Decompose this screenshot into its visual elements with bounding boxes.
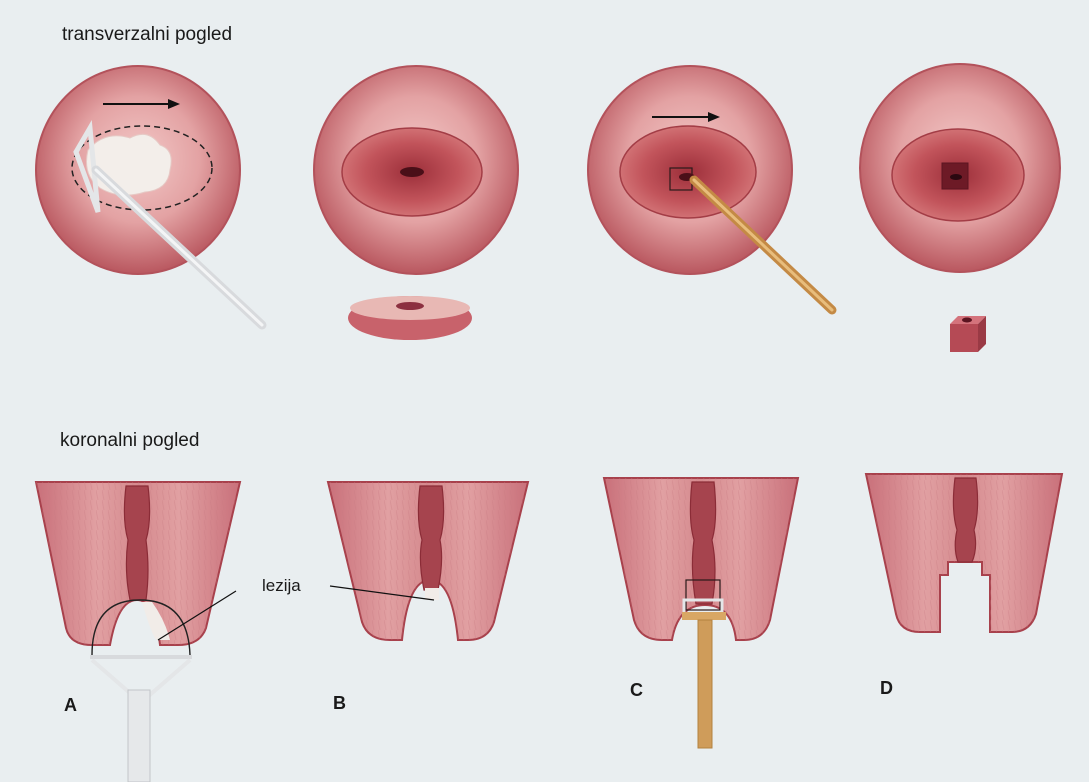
os-b (400, 167, 424, 177)
panel-a-coronal (36, 482, 240, 782)
panel-b-transversal (314, 66, 518, 340)
panel-c-transversal (588, 66, 832, 310)
cervical-canal-a (124, 486, 149, 600)
panel-a-transversal (36, 66, 262, 325)
panel-letter-b: B (333, 693, 346, 714)
os-d (950, 174, 962, 180)
panel-letter-d: D (880, 678, 893, 699)
lesion-area-a (87, 134, 172, 195)
cervical-canal-c (690, 482, 715, 604)
panel-d-coronal (866, 474, 1062, 632)
square-electrode-c-coronal (682, 600, 726, 748)
cube-specimen-d (950, 316, 986, 352)
panel-letter-c: C (630, 680, 643, 701)
cervical-canal-d (953, 478, 977, 562)
panel-b-coronal (328, 482, 528, 640)
cervical-canal-b (418, 486, 443, 590)
panel-d-transversal (860, 64, 1060, 352)
lesion-label: lezija (262, 576, 301, 596)
coronal-view-title: koronalni pogled (60, 430, 199, 452)
excised-crater-c (620, 126, 756, 218)
excised-specimen-b (348, 296, 472, 340)
loop-electrode-a-coronal (90, 657, 192, 782)
panel-letter-a: A (64, 695, 77, 716)
panel-c-coronal (604, 478, 798, 748)
lesion-white-b (425, 588, 439, 600)
transversal-view-title: transverzalni pogled (62, 24, 232, 46)
